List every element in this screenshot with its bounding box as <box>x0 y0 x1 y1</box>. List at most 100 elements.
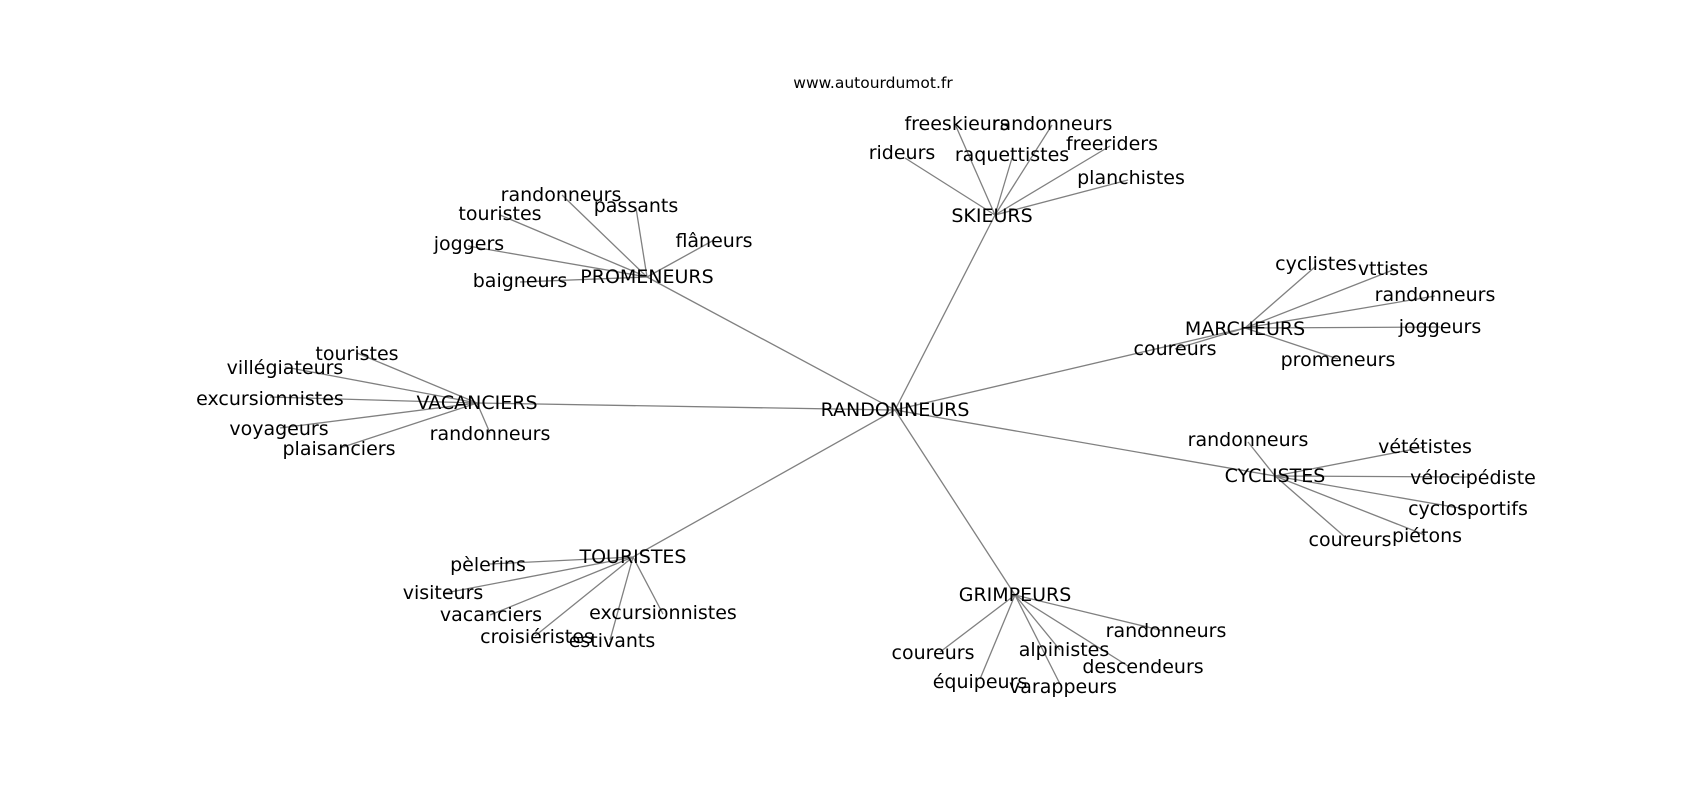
edge-touristes-excursionnistes <box>632 556 664 615</box>
hub-promeneurs: PROMENEURS <box>580 266 713 288</box>
edge-skieurs-randonneurs <box>994 124 1053 216</box>
node-root: RANDONNEURS <box>821 399 970 421</box>
source-url: www.autourdumot.fr <box>793 74 953 92</box>
leaf-skieurs-randonneurs: randonneurs <box>992 113 1113 135</box>
hub-vacanciers: VACANCIERS <box>416 392 537 414</box>
leaf-grimpeurs-alpinistes: alpinistes <box>1019 639 1110 661</box>
edge-vacanciers-voyageurs <box>279 402 478 429</box>
leaf-grimpeurs-equipeurs: équipeurs <box>933 671 1028 693</box>
leaf-touristes-pelerins: pèlerins <box>450 554 526 576</box>
leaf-promeneurs-baigneurs: baigneurs <box>473 270 568 292</box>
edge-touristes-croisieristes <box>534 556 634 637</box>
leaf-grimpeurs-randonneurs: randonneurs <box>1106 620 1227 642</box>
edge-marcheurs-coureurs <box>1174 327 1246 350</box>
labels: www.autourdumot.fr RANDONNEURS SKIEURS r… <box>196 74 1536 698</box>
edge-cyclistes-coureurs <box>1274 475 1346 538</box>
leaf-cyclistes-coureurs: coureurs <box>1309 529 1392 551</box>
edge-cyclistes-randonneurs <box>1247 441 1276 477</box>
edge-grimpeurs-coureurs <box>939 594 1016 653</box>
edge-cyclistes-pietons <box>1274 475 1426 536</box>
edge-promeneurs-randonneurs <box>561 194 648 278</box>
edge-marcheurs-cyclistes <box>1244 265 1317 329</box>
edge-skieurs-planchistes <box>994 179 1129 216</box>
leaf-marcheurs-vttistes: vttistes <box>1358 258 1428 280</box>
edge-grimpeurs-equipeurs <box>979 594 1016 680</box>
edge-root-grimpeurs <box>894 409 1016 596</box>
leaf-touristes-excursionnistes: excursionnistes <box>589 602 737 624</box>
edge-marcheurs-promeneurs <box>1244 327 1339 360</box>
hub-touristes: TOURISTES <box>578 546 686 568</box>
leaf-marcheurs-promeneurs: promeneurs <box>1281 349 1396 371</box>
leaf-vacanciers-plaisanciers: plaisanciers <box>283 438 396 460</box>
edge-vacanciers-randonneurs <box>476 402 491 434</box>
leaf-cyclistes-vetetistes: vététistes <box>1378 436 1472 458</box>
edge-promeneurs-passants <box>635 207 648 278</box>
leaf-vacanciers-voyageurs: voyageurs <box>229 418 328 440</box>
leaf-cyclistes-velocipediste: vélocipédiste <box>1410 467 1536 489</box>
edge-touristes-estivants <box>609 556 634 641</box>
edge-cyclistes-cyclosportifs <box>1274 475 1466 510</box>
edge-cyclistes-velocipediste <box>1274 475 1471 478</box>
leaf-promeneurs-passants: passants <box>594 195 679 217</box>
edge-vacanciers-villegiateurs <box>284 366 478 404</box>
edge-root-cyclistes <box>894 409 1276 477</box>
edge-promeneurs-joggers <box>467 245 648 278</box>
edge-root-vacanciers <box>476 402 896 411</box>
edge-promeneurs-touristes <box>499 214 648 278</box>
edge-skieurs-freeriders <box>994 145 1111 216</box>
edge-touristes-pelerins <box>489 556 634 565</box>
leaf-promeneurs-joggers: joggers <box>433 233 504 255</box>
leaf-cyclistes-randonneurs: randonneurs <box>1188 429 1309 451</box>
edge-touristes-vacanciers <box>489 556 634 616</box>
edge-cyclistes-vetetistes <box>1274 446 1426 477</box>
edge-grimpeurs-varappeurs <box>1014 594 1061 685</box>
leaf-marcheurs-cyclistes: cyclistes <box>1275 253 1357 275</box>
leaf-touristes-croisieristes: croisiéristes <box>480 626 594 648</box>
leaf-grimpeurs-coureurs: coureurs <box>892 642 975 664</box>
edge-promeneurs-flaneurs <box>646 239 715 278</box>
edge-grimpeurs-alpinistes <box>1014 594 1061 651</box>
edge-skieurs-freeskieurs <box>954 123 996 216</box>
leaf-vacanciers-villegiateurs: villégiateurs <box>227 357 344 379</box>
leaf-skieurs-freeriders: freeriders <box>1066 133 1158 155</box>
leaf-marcheurs-randonneurs: randonneurs <box>1375 284 1496 306</box>
leaf-touristes-visiteurs: visiteurs <box>403 582 484 604</box>
leaf-vacanciers-randonneurs: randonneurs <box>430 423 551 445</box>
leaf-skieurs-planchistes: planchistes <box>1077 167 1185 189</box>
leaf-marcheurs-coureurs: coureurs <box>1134 338 1217 360</box>
hub-skieurs: SKIEURS <box>951 205 1032 227</box>
edge-skieurs-rideurs <box>904 157 996 216</box>
leaf-cyclistes-cyclosportifs: cyclosportifs <box>1408 498 1528 520</box>
leaf-grimpeurs-varappeurs: varappeurs <box>1009 676 1117 698</box>
edge-vacanciers-excursionnistes <box>269 396 478 404</box>
leaf-cyclistes-pietons: piétons <box>1392 525 1462 547</box>
leaf-vacanciers-touristes: touristes <box>315 343 398 365</box>
hub-grimpeurs: GRIMPEURS <box>959 584 1072 606</box>
edge-grimpeurs-randonneurs <box>1014 594 1165 632</box>
leaf-skieurs-freeskieurs: freeskieurs <box>904 113 1009 135</box>
edge-marcheurs-joggeurs <box>1244 326 1441 329</box>
leaf-promeneurs-randonneurs: randonneurs <box>501 184 622 206</box>
edge-grimpeurs-descendeurs <box>1014 594 1129 667</box>
leaf-skieurs-raquettistes: raquettistes <box>955 144 1069 166</box>
edge-root-skieurs <box>894 214 996 411</box>
leaf-skieurs-rideurs: rideurs <box>869 142 936 164</box>
edges <box>269 123 1471 685</box>
leaf-touristes-estivants: estivants <box>569 630 656 652</box>
leaf-promeneurs-flaneurs: flâneurs <box>675 230 752 252</box>
edge-touristes-visiteurs <box>444 556 634 594</box>
edge-root-touristes <box>632 409 896 558</box>
edge-promeneurs-baigneurs <box>519 276 648 283</box>
edge-root-promeneurs <box>646 276 896 411</box>
edge-marcheurs-vttistes <box>1244 269 1394 329</box>
leaf-touristes-vacanciers: vacanciers <box>440 604 542 626</box>
edge-root-marcheurs <box>894 327 1246 411</box>
edge-marcheurs-randonneurs <box>1244 295 1436 329</box>
hub-marcheurs: MARCHEURS <box>1185 318 1305 340</box>
leaf-grimpeurs-descendeurs: descendeurs <box>1082 656 1203 678</box>
edge-vacanciers-touristes <box>356 352 478 404</box>
edge-vacanciers-plaisanciers <box>339 402 478 449</box>
edge-skieurs-raquettistes <box>994 157 1013 216</box>
